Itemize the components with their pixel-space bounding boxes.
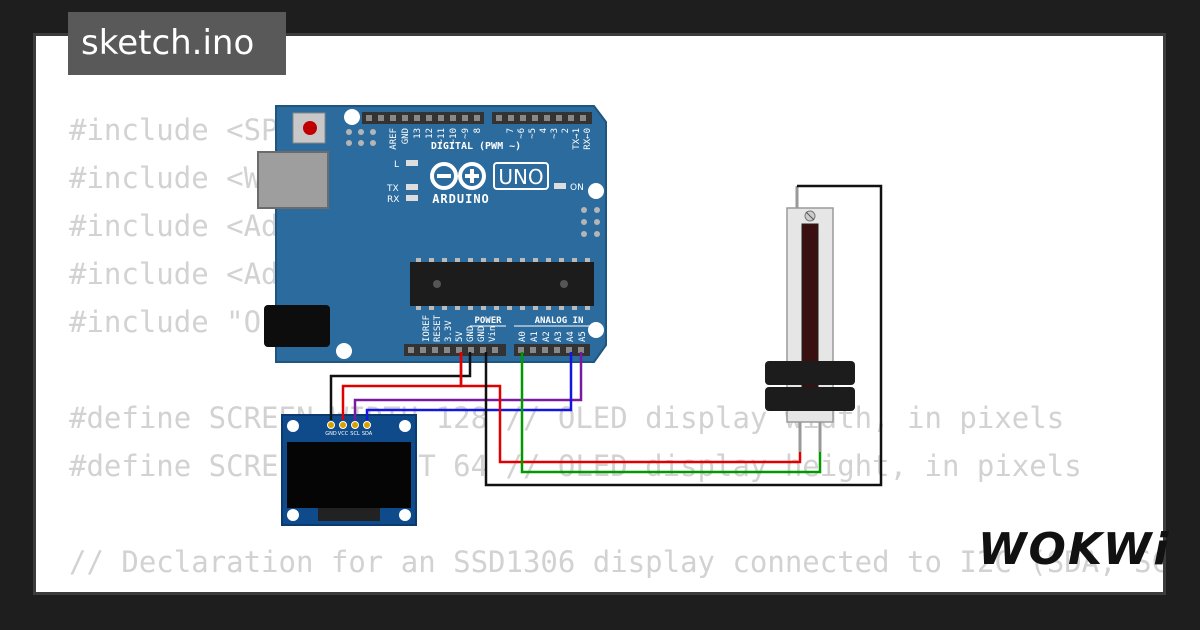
- wire-sda[interactable]: [365, 352, 573, 420]
- power-pin-label: RESET: [433, 314, 443, 342]
- code-line: // Declaration for an SSD1306 display co…: [69, 545, 1163, 579]
- board-model: UNO: [498, 165, 543, 189]
- digital-pin-label: 12: [425, 128, 435, 139]
- analog-pin-label: A5: [578, 331, 588, 342]
- digital-pin-label: ~5: [528, 128, 538, 139]
- power-pin-label: Vin: [488, 326, 498, 342]
- led-tx-label: TX: [386, 184, 399, 194]
- digital-pin-label: GND: [401, 128, 411, 144]
- digital-pin-label: RX←0: [583, 128, 593, 150]
- wire-gnd-pot[interactable]: [484, 184, 883, 487]
- digital-pin-label: 2: [561, 128, 571, 133]
- power-pin-label: IOREF: [422, 315, 432, 342]
- power-pin-label: GND: [466, 326, 476, 342]
- power-pin-label: GND: [477, 326, 487, 342]
- digital-pin-label: 8: [473, 128, 483, 133]
- wire-gnd-oled[interactable]: [329, 352, 472, 420]
- analog-pin-label: A1: [530, 331, 540, 342]
- wire-a0-pot[interactable]: [520, 352, 822, 474]
- digital-pin-label: TX→1: [572, 128, 582, 150]
- digital-pin-label: ~3: [550, 128, 560, 139]
- oled-pin-label: SDA: [362, 431, 373, 437]
- arduino-infinity-icon: [430, 162, 486, 190]
- slide-potentiometer[interactable]: [765, 186, 855, 452]
- oled-pin-label: VCC: [338, 431, 349, 437]
- digital-pin-label: ~10: [449, 128, 459, 144]
- analog-pin-label: A3: [554, 331, 564, 342]
- wire-scl[interactable]: [353, 352, 583, 420]
- led-l-label: L: [394, 160, 399, 170]
- analog-pin-label: A4: [566, 331, 576, 342]
- digital-pin-label: ~9: [461, 128, 471, 139]
- oled-screen: [287, 442, 411, 508]
- digital-pin-label: ~11: [437, 128, 447, 144]
- power-pin-label: 3.3V: [444, 320, 454, 342]
- wires: [329, 184, 883, 487]
- digital-pin-label: 7: [506, 128, 516, 133]
- board-brand: ARDUINO: [432, 192, 490, 206]
- digital-pin-label: 4: [539, 128, 549, 133]
- digital-pin-label: ~6: [517, 128, 527, 139]
- usb-port: [257, 151, 329, 209]
- power-jack: [264, 305, 330, 347]
- code-line: #define SCREEN_HEIGHT 64 // OLED display…: [69, 449, 1082, 483]
- analog-header-label: ANALOG IN: [535, 316, 584, 326]
- oled-pin-label: SCL: [350, 431, 360, 437]
- analog-pin-label: A2: [542, 331, 552, 342]
- slider-knob[interactable]: [765, 361, 855, 385]
- led-rx-label: RX: [387, 195, 399, 205]
- digital-pin-label: AREF: [389, 128, 399, 150]
- digital-pin-label: 13: [413, 128, 423, 139]
- wokwi-logo: WOKWi: [978, 524, 1171, 575]
- digital-header-label: DIGITAL (PWM ~): [431, 141, 521, 152]
- led-on-label: ON: [570, 183, 584, 193]
- power-pin-label: 5V: [455, 331, 465, 342]
- wire-5v-pot[interactable]: [459, 352, 802, 464]
- power-header-label: POWER: [474, 316, 502, 326]
- oled-pin-label: GND: [325, 431, 337, 437]
- file-tab[interactable]: sketch.ino: [68, 12, 286, 75]
- analog-pin-label: A0: [518, 331, 528, 342]
